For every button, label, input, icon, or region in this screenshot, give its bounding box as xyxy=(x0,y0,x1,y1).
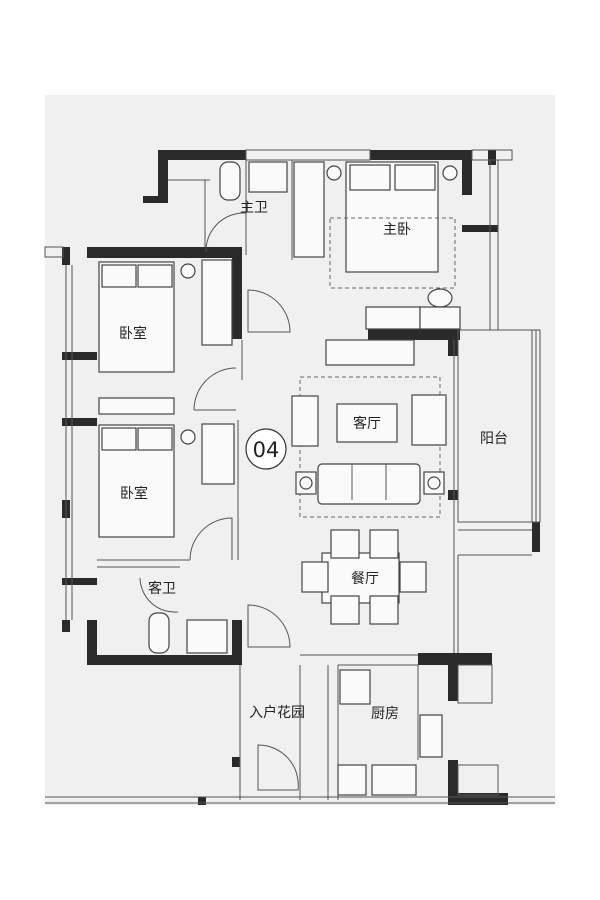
unit-badge: 04 xyxy=(245,428,287,470)
label-guest-bath: 客卫 xyxy=(148,580,176,597)
unit-number: 04 xyxy=(253,438,280,462)
wardrobe-icon xyxy=(293,161,325,258)
kitchen-sink-icon xyxy=(419,714,443,758)
sink-icon xyxy=(248,161,288,193)
label-dining-room: 餐厅 xyxy=(351,571,379,587)
dining-table-icon xyxy=(321,552,400,604)
toilet-icon xyxy=(219,161,241,201)
cabinet-icon xyxy=(201,423,235,485)
label-living-room: 客厅 xyxy=(353,415,381,432)
label-entry-garden: 入户花园 xyxy=(249,704,305,721)
label-balcony: 阳台 xyxy=(480,431,508,447)
fridge-icon xyxy=(339,669,371,705)
coffee-table-icon xyxy=(336,403,398,443)
room-labels: 主卫 主卧 卧室 卧室 客厅 阳台 客卫 餐厅 入户花园 厨房 xyxy=(119,200,508,722)
thin-lines xyxy=(44,149,555,804)
label-bedroom-2: 卧室 xyxy=(120,485,148,502)
walls xyxy=(62,150,540,805)
stove-icon xyxy=(371,764,417,796)
label-master-bedroom: 主卧 xyxy=(383,222,411,238)
sink-icon xyxy=(186,619,228,654)
armchair-icon xyxy=(291,395,319,447)
doors xyxy=(139,212,299,791)
label-bedroom-1: 卧室 xyxy=(119,325,147,342)
label-kitchen: 厨房 xyxy=(371,706,399,722)
wardrobe-icon xyxy=(201,259,233,346)
label-master-bath: 主卫 xyxy=(240,200,268,216)
armchair-icon xyxy=(411,394,447,446)
toilet-icon xyxy=(148,612,170,654)
furniture xyxy=(98,161,461,796)
sofa-icon xyxy=(317,463,421,505)
tv-cabinet-icon xyxy=(325,339,415,366)
